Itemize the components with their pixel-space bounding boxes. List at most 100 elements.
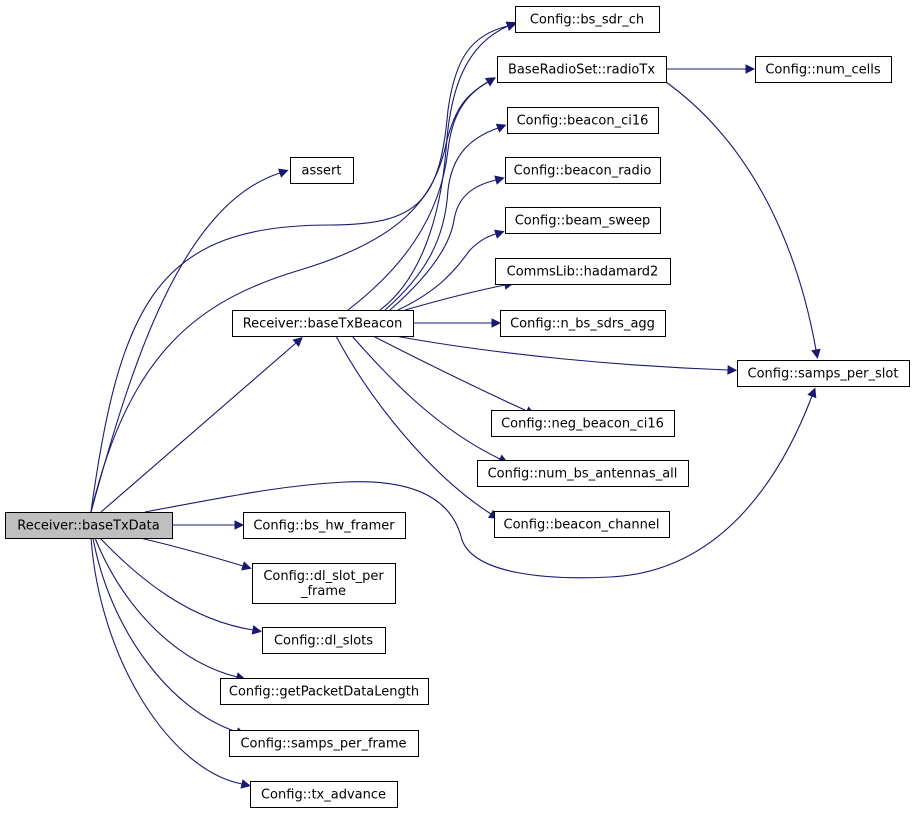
edge-line <box>94 537 238 678</box>
node-num-cells[interactable]: Config::num_cells <box>755 56 892 83</box>
edge-radioTx-to-samps_per_slot <box>665 81 821 359</box>
node-label: Config::dl_slot_per <box>263 569 384 584</box>
node-neg-beacon-ci16[interactable]: Config::neg_beacon_ci16 <box>491 410 675 437</box>
node-box[interactable] <box>290 157 354 184</box>
edge-line <box>384 127 499 311</box>
node-box[interactable] <box>497 56 667 83</box>
edge-baseTxData-to-samps_per_slot <box>144 387 817 579</box>
node-box[interactable] <box>755 56 892 83</box>
edge-baseTxBeacon-to-beacon_channel <box>335 335 499 519</box>
node-label: assert <box>302 164 342 179</box>
node-label: Config::samps_per_slot <box>748 367 899 382</box>
node-radioTx[interactable]: BaseRadioSet::radioTx <box>497 56 667 83</box>
node-box[interactable] <box>262 627 386 654</box>
edge-baseTxBeacon-to-beacon_radio <box>389 175 505 311</box>
node-label: Receiver::baseTxData <box>17 519 159 534</box>
node-samps-per-frame[interactable]: Config::samps_per_frame <box>229 730 419 757</box>
node-box[interactable] <box>500 310 666 337</box>
node-label: Config::samps_per_frame <box>240 737 406 752</box>
node-label: BaseRadioSet::radioTx <box>508 63 655 78</box>
edge-line <box>90 172 281 513</box>
edge-line <box>372 335 528 412</box>
node-num-bs-antennas-all[interactable]: Config::num_bs_antennas_all <box>477 460 689 487</box>
edge-baseTxBeacon-to-beacon_ci16 <box>384 123 507 311</box>
node-box[interactable] <box>232 310 414 337</box>
node-getPacketDataLength[interactable]: Config::getPacketDataLength <box>220 678 429 705</box>
node-box[interactable] <box>229 730 419 757</box>
node-label: Receiver::baseTxBeacon <box>243 317 403 332</box>
node-box[interactable] <box>515 6 660 33</box>
node-bs-hw-framer[interactable]: Config::bs_hw_framer <box>243 512 406 539</box>
edge-line <box>347 81 489 311</box>
edge-arrowhead <box>240 779 251 789</box>
node-box[interactable] <box>495 258 671 285</box>
node-bs-sdr-ch[interactable]: Config::bs_sdr_ch <box>515 6 660 33</box>
node-dl-slot-per-frame[interactable]: Config::dl_slot_per_frame <box>252 563 396 604</box>
edge-baseTxBeacon-to-samps_per_slot <box>394 335 738 375</box>
edge-arrowhead <box>495 123 507 133</box>
edge-line <box>335 335 492 515</box>
node-samps-per-slot[interactable]: Config::samps_per_slot <box>737 360 910 387</box>
edge-baseTxData-to-bs_sdr_ch <box>90 21 517 513</box>
node-label: Config::beacon_radio <box>514 164 652 179</box>
edge-baseTxBeacon-to-n_bs_sdrs_agg <box>413 318 502 328</box>
edge-arrowhead <box>491 318 502 328</box>
node-beacon-radio[interactable]: Config::beacon_radio <box>505 157 661 184</box>
edge-line <box>394 335 729 371</box>
edge-baseTxData-to-dl_slot_per_frame <box>139 537 252 571</box>
edge-baseTxBeacon-to-beam_sweep <box>397 229 505 311</box>
edge-line <box>351 335 501 460</box>
edge-baseTxData-to-tx_advance <box>90 537 251 789</box>
edge-baseTxData-to-samps_per_frame <box>92 537 246 737</box>
node-box[interactable] <box>507 107 659 134</box>
node-box[interactable] <box>505 157 661 184</box>
node-hadamard2[interactable]: CommsLib::hadamard2 <box>495 258 671 285</box>
edge-line <box>90 537 243 785</box>
edge-radioTx-to-num_cells <box>666 64 756 74</box>
edge-baseTxData-to-bs_hw_framer <box>172 520 245 530</box>
node-beacon-ci16[interactable]: Config::beacon_ci16 <box>507 107 659 134</box>
node-baseTxData[interactable]: Receiver::baseTxData <box>5 512 173 539</box>
edge-line <box>144 395 813 579</box>
edge-line <box>404 284 506 311</box>
edge-line <box>90 25 509 513</box>
edge-line <box>90 81 489 513</box>
node-box[interactable] <box>477 460 689 487</box>
edge-line <box>665 81 817 351</box>
node-baseTxBeacon[interactable]: Receiver::baseTxBeacon <box>232 310 414 337</box>
call-edges <box>90 21 821 789</box>
node-label: Config::getPacketDataLength <box>229 685 419 700</box>
edge-arrowhead <box>494 175 505 185</box>
node-box[interactable] <box>505 207 661 234</box>
node-box[interactable] <box>494 511 670 538</box>
node-box[interactable] <box>252 563 396 604</box>
edge-arrowhead <box>505 21 517 31</box>
node-label: Config::dl_slots <box>274 634 373 649</box>
edge-baseTxBeacon-to-hadamard2 <box>404 280 514 311</box>
node-box[interactable] <box>737 360 910 387</box>
node-label: Config::bs_hw_framer <box>253 519 395 534</box>
node-n-bs-sdrs-agg[interactable]: Config::n_bs_sdrs_agg <box>500 310 666 337</box>
node-assert[interactable]: assert <box>290 157 354 184</box>
node-box[interactable] <box>250 781 398 808</box>
node-label: CommsLib::hadamard2 <box>507 265 659 280</box>
node-tx-advance[interactable]: Config::tx_advance <box>250 781 398 808</box>
node-box[interactable] <box>243 512 406 539</box>
edge-line <box>139 537 244 567</box>
node-box[interactable] <box>5 512 173 539</box>
node-beacon-channel[interactable]: Config::beacon_channel <box>494 511 670 538</box>
edge-arrowhead <box>727 365 738 375</box>
edge-arrowhead <box>494 229 505 239</box>
node-box[interactable] <box>220 678 429 705</box>
node-beam-sweep[interactable]: Config::beam_sweep <box>505 207 661 234</box>
edge-arrowhead <box>745 64 756 74</box>
edge-baseTxBeacon-to-neg_beacon_ci16 <box>372 335 536 416</box>
node-label: Config::beacon_channel <box>504 518 660 533</box>
node-box[interactable] <box>491 410 675 437</box>
edge-arrowhead <box>234 520 245 530</box>
edge-arrowhead <box>485 77 496 87</box>
node-dl-slots[interactable]: Config::dl_slots <box>262 627 386 654</box>
node-label: Config::neg_beacon_ci16 <box>501 417 664 432</box>
edge-baseTxBeacon-to-radioTx <box>347 77 496 311</box>
